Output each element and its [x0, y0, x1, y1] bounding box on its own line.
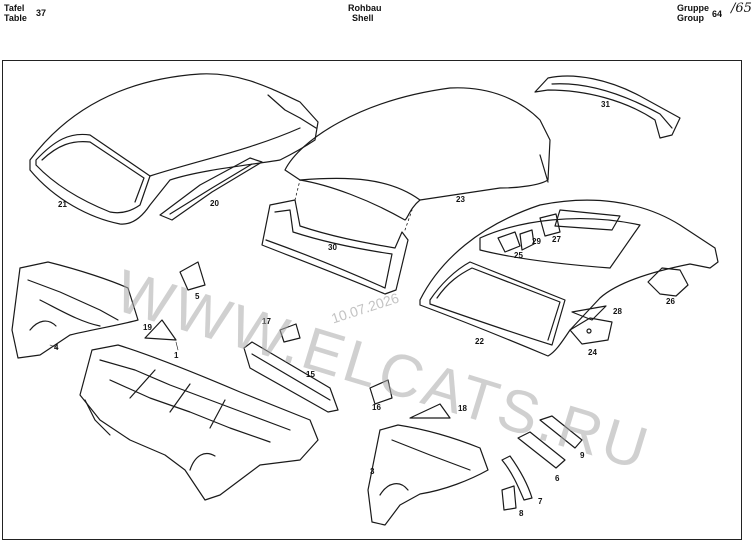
table-label-en: Table — [4, 13, 27, 23]
brace-9[interactable] — [539, 415, 583, 449]
label-7: 7 — [538, 497, 543, 506]
label-31: 31 — [601, 100, 610, 109]
label-24: 24 — [588, 348, 597, 357]
bracket-16[interactable] — [369, 379, 393, 405]
roof-outer-23[interactable] — [284, 87, 551, 221]
plate-19[interactable] — [144, 319, 177, 341]
label-29: 29 — [532, 237, 541, 246]
bracket-5[interactable] — [179, 261, 206, 291]
roof-panel-21[interactable] — [29, 73, 319, 225]
bracket-26[interactable] — [647, 267, 689, 297]
window-frame-30[interactable] — [261, 199, 409, 295]
label-27: 27 — [552, 235, 561, 244]
brace-6[interactable] — [517, 431, 566, 469]
label-17: 17 — [262, 317, 271, 326]
label-19: 19 — [143, 323, 152, 332]
bracket-8[interactable] — [501, 485, 517, 511]
label-9: 9 — [580, 451, 585, 460]
label-21: 21 — [58, 200, 67, 209]
label-4: 4 — [54, 343, 59, 352]
label-3: 3 — [370, 467, 375, 476]
rear-strip-31[interactable] — [534, 75, 681, 139]
label-5: 5 — [195, 292, 200, 301]
table-label-de: Tafel — [4, 3, 25, 13]
section-title-de: Rohbau — [348, 3, 382, 13]
wheel-house-3[interactable] — [367, 424, 489, 526]
wheel-house-4[interactable] — [11, 261, 139, 359]
label-22: 22 — [475, 337, 484, 346]
gusset-18[interactable] — [409, 403, 451, 419]
label-23: 23 — [456, 195, 465, 204]
label-8: 8 — [519, 509, 524, 518]
table-number: 37 — [36, 8, 47, 18]
diagram-frame — [2, 60, 742, 540]
sunroof-fittings-25-27-29[interactable] — [497, 213, 561, 253]
group-number: 64 — [712, 9, 723, 19]
gusset-28[interactable] — [571, 305, 607, 321]
group-label-en: Group — [677, 13, 704, 23]
label-26: 26 — [666, 297, 675, 306]
roof-strip-20[interactable] — [159, 157, 263, 221]
group-label-de: Gruppe — [677, 3, 710, 13]
label-1: 1 — [174, 351, 179, 360]
label-6: 6 — [555, 474, 560, 483]
group-handwritten-number: /65 — [731, 1, 752, 16]
section-title-en: Shell — [352, 13, 374, 23]
label-20: 20 — [210, 199, 219, 208]
label-25: 25 — [514, 251, 523, 260]
label-30: 30 — [328, 243, 337, 252]
label-28: 28 — [613, 307, 622, 316]
label-15: 15 — [306, 370, 315, 379]
strip-7[interactable] — [501, 455, 533, 501]
label-16: 16 — [372, 403, 381, 412]
label-18: 18 — [458, 404, 467, 413]
bracket-17[interactable] — [279, 323, 301, 343]
rear-frame-1[interactable] — [79, 344, 319, 501]
roof-sunroof-22[interactable] — [419, 199, 719, 357]
bracket-24[interactable] — [569, 317, 613, 345]
cross-member-15[interactable] — [243, 341, 339, 413]
